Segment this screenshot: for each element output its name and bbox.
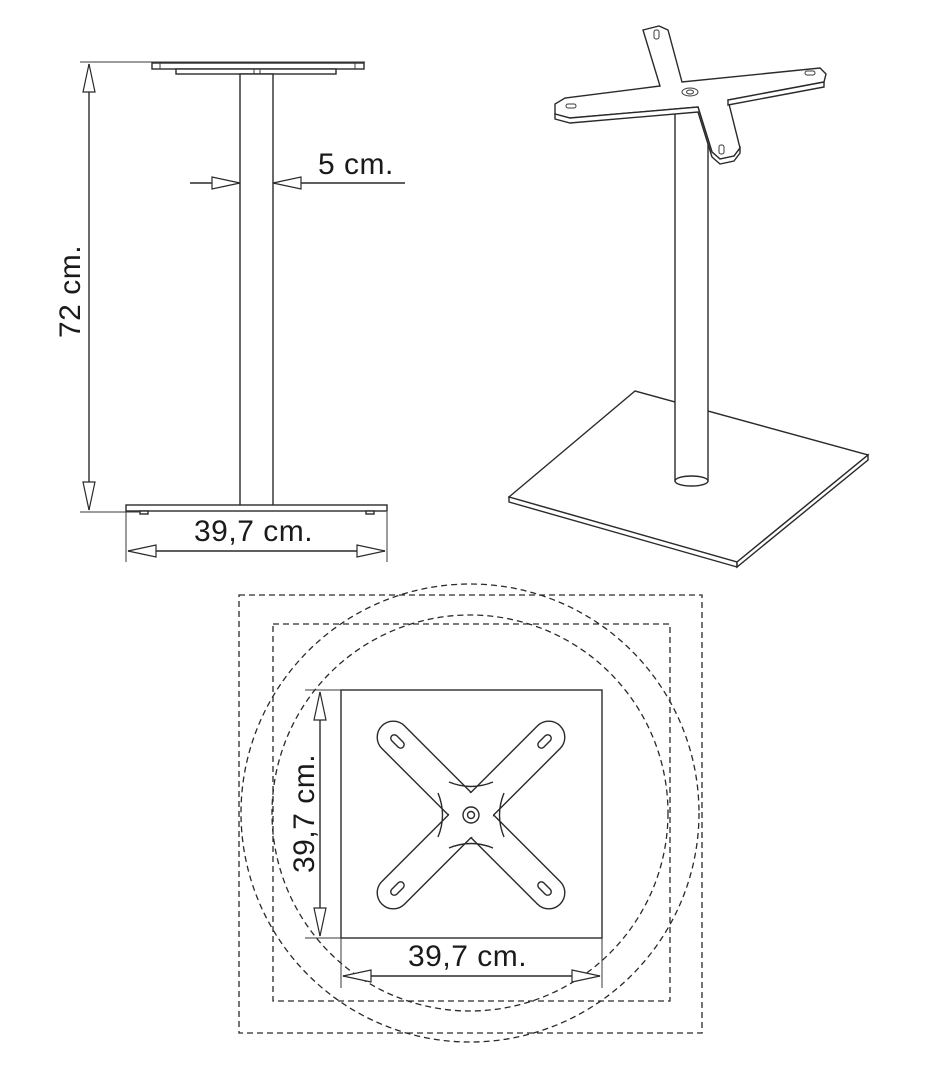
base-width-label: 39,7 cm. bbox=[194, 515, 313, 548]
height-dimension: 72 cm. bbox=[54, 61, 365, 513]
plan-view: 39,7 cm. 39,7 cm. bbox=[238, 583, 703, 1043]
isometric-view bbox=[507, 25, 870, 569]
plan-cross-plate bbox=[376, 720, 566, 910]
tabletop-outline-small-square bbox=[272, 623, 671, 1002]
tabletop-outline-large-square bbox=[238, 594, 703, 1034]
iso-cross-plate bbox=[554, 25, 827, 165]
column-width-label: 5 cm. bbox=[318, 148, 394, 181]
side-elevation-view: 72 cm. 5 cm. 39,7 cm. bbox=[54, 61, 405, 562]
tabletop-outline-large-circle bbox=[240, 583, 700, 1043]
base-plate bbox=[125, 504, 388, 515]
plan-depth-label: 39,7 cm. bbox=[288, 754, 321, 873]
plan-depth-dimension: 39,7 cm. bbox=[288, 689, 341, 939]
iso-column bbox=[674, 104, 709, 487]
base-width-dimension: 39,7 cm. bbox=[125, 512, 388, 562]
plan-width-label: 39,7 cm. bbox=[408, 940, 527, 973]
tabletop-outline-small-circle bbox=[271, 614, 669, 1012]
column-width-dimension: 5 cm. bbox=[190, 148, 405, 190]
height-label: 72 cm. bbox=[54, 245, 87, 338]
plan-width-dimension: 39,7 cm. bbox=[340, 938, 603, 988]
column bbox=[239, 73, 274, 507]
